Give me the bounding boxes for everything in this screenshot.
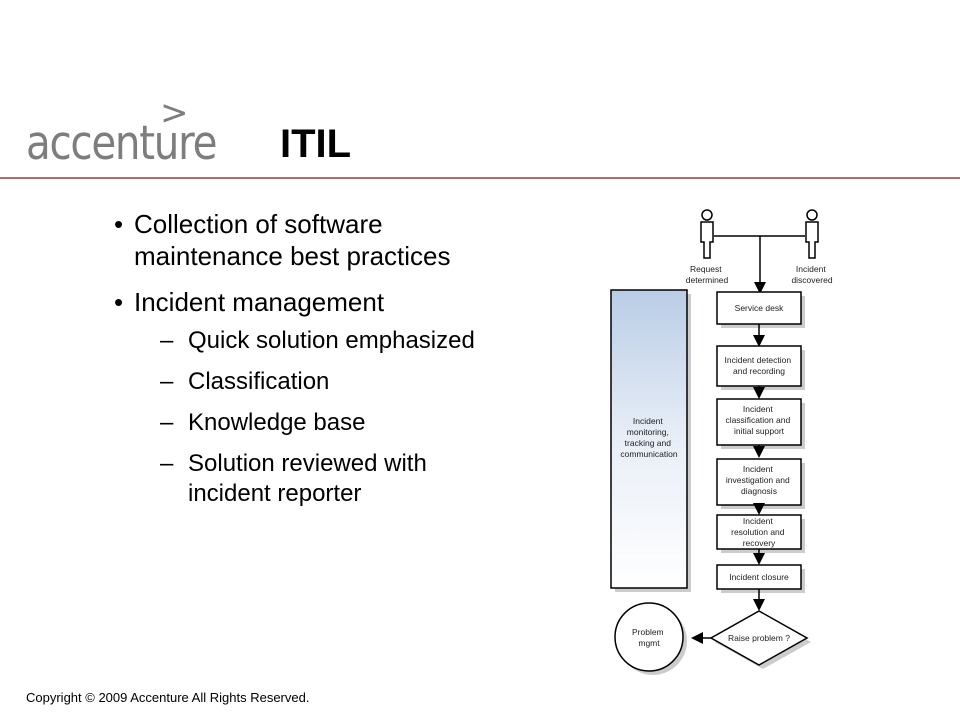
svg-text:Incident classification: Incident classification and initial supp… [725, 404, 792, 436]
actor-label-right: Incident discovered [791, 264, 832, 285]
step-text: Incident [743, 464, 773, 474]
terminal-problem-mgmt: Problem mgmt [614, 602, 687, 675]
step-text: Incident [743, 404, 773, 414]
monitoring-box-label: Incident monitoring, tracking and commun… [620, 416, 677, 459]
sub-bullet-item: Quick solution emphasized [146, 326, 508, 356]
actor-icon-left [700, 209, 714, 259]
step-text: Incident closure [729, 572, 789, 582]
bullet-text: Incident management [134, 287, 385, 317]
svg-text:Incident detection and r: Incident detection and recording [724, 355, 793, 376]
step-text: Incident [743, 516, 773, 526]
step-service-desk: Service desk [716, 291, 805, 328]
title-divider [0, 177, 960, 179]
svg-text:Incident investigation a: Incident investigation and diagnosis [726, 464, 792, 496]
logo-mark: > [160, 93, 189, 133]
side-line: Incident [633, 416, 663, 426]
step-text: classification and [725, 415, 790, 425]
bullet-list: Collection of software maintenance best … [114, 208, 494, 523]
copyright-footer: Copyright © 2009 Accenture All Rights Re… [26, 690, 310, 705]
step-investigation: Incident investigation and diagnosis [716, 458, 805, 509]
step-text: diagnosis [741, 486, 777, 496]
decision-raise-problem: Raise problem ? [709, 610, 811, 669]
bullet-item: Incident management Quick solution empha… [114, 286, 494, 509]
step-text: Service desk [735, 303, 784, 313]
step-text: and recording [733, 366, 785, 376]
incident-management-flowchart: Request determined Incident discovered I… [610, 209, 833, 675]
actor-right-line2: discovered [791, 275, 832, 285]
bullet-item: Collection of software maintenance best … [114, 208, 494, 272]
monitoring-box [610, 289, 688, 589]
decision-text: Raise problem ? [728, 633, 790, 643]
step-text: initial support [734, 426, 785, 436]
step-text: Incident detection [724, 355, 791, 365]
step-text: investigation and [726, 475, 790, 485]
slide-title: ITIL [280, 122, 352, 166]
step-classification: Incident classification and initial supp… [716, 398, 805, 449]
actor-right-line1: Incident [796, 264, 826, 274]
sub-bullet-item: Solution reviewed with incident reporter [146, 449, 508, 509]
step-closure: Incident closure [716, 564, 805, 593]
sub-bullet-item: Knowledge base [146, 408, 508, 438]
svg-text:Incident resolution and: Incident resolution and recovery [731, 516, 787, 548]
svg-text:Incident closure: Incident closure [729, 572, 789, 582]
sub-bullet-item: Classification [146, 367, 508, 397]
side-line: tracking and [625, 438, 672, 448]
step-resolution: Incident resolution and recovery [716, 514, 805, 553]
bullet-text: Collection of software maintenance best … [134, 209, 451, 271]
terminal-text: mgmt [638, 638, 660, 648]
svg-text:Problem mgmt: Problem mgmt [632, 627, 666, 648]
actor-left-line2: determined [686, 275, 729, 285]
step-text: recovery [743, 538, 776, 548]
step-detection: Incident detection and recording [716, 345, 805, 390]
actor-left-line1: Request [690, 264, 722, 274]
actor-icon-right [805, 209, 819, 259]
sub-bullet-list: Quick solution emphasized Classification… [134, 326, 494, 509]
actor-label-left: Request determined [686, 264, 729, 285]
accenture-logo: > accenture [26, 96, 217, 171]
svg-text:Service desk: Service desk [735, 303, 784, 313]
side-line: monitoring, [627, 427, 669, 437]
logo-wordmark: accenture [26, 116, 217, 171]
terminal-text: Problem [632, 627, 664, 637]
step-text: resolution and [731, 527, 785, 537]
side-line: communication [620, 449, 677, 459]
